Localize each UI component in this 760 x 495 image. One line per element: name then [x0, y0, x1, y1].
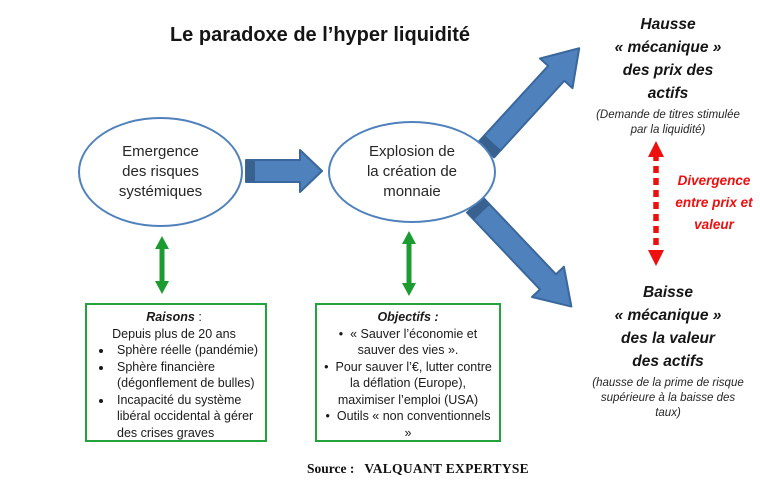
hausse-caption: (Demande de titres stimulée par la liqui…	[596, 109, 740, 136]
hausse-line: Hausse	[640, 16, 696, 33]
ellipse-line: Explosion de	[369, 143, 455, 161]
ellipse-line: des risques	[122, 163, 199, 181]
objectifs-box: Objectifs : « Sauver l’économie et sauve…	[315, 303, 501, 442]
hausse-line: des prix des	[622, 62, 714, 79]
baisse-label-block: Baisse « mécanique » des la valeur des a…	[588, 281, 748, 421]
up-right-block-arrow-icon	[476, 47, 581, 159]
red-dashed-double-arrow-icon	[648, 141, 664, 266]
ellipse-line: systémiques	[118, 182, 203, 200]
objectifs-bullet: Pour sauver l’€, lutter contre la déflat…	[321, 359, 495, 409]
ellipse-line: monnaie	[383, 182, 441, 200]
source-label: Source :	[307, 461, 355, 476]
ellipse-explosion-monnaie: Explosion de la création de monnaie	[328, 121, 496, 223]
divergence-label: Divergence entre prix et valeur	[668, 170, 760, 236]
divergence-line: valeur	[694, 217, 734, 232]
hausse-line: « mécanique »	[614, 39, 722, 56]
baisse-line: « mécanique »	[614, 307, 722, 324]
down-right-block-arrow-icon	[466, 196, 573, 308]
source-value: VALQUANT EXPERTYSE	[364, 461, 529, 476]
baisse-line: des la valeur	[621, 330, 715, 347]
ellipse-emergence-risques: Emergence des risques systémiques	[78, 117, 243, 227]
objectifs-bullet: « Sauver l’économie et sauver des vies »…	[321, 326, 495, 359]
baisse-caption: (hausse de la prime de risque supérieure…	[592, 377, 744, 419]
raisons-intro: Depuis plus de 20 ans	[112, 326, 236, 341]
baisse-line: Baisse	[643, 284, 693, 301]
green-double-arrow-middle-icon	[402, 231, 416, 296]
raisons-box-title: Raisons :	[87, 309, 261, 326]
objectifs-bullet: Outils « non conventionnels »	[321, 408, 495, 441]
raisons-title-text: Raisons	[146, 310, 195, 324]
hausse-label-block: Hausse « mécanique » des prix des actifs…	[592, 13, 744, 138]
raisons-bullet: Sphère réelle (pandémie)	[113, 342, 261, 359]
raisons-bullet: Incapacité du système libéral occidental…	[113, 392, 261, 442]
raisons-box: Raisons : Depuis plus de 20 ans Sphère r…	[85, 303, 267, 442]
source-attribution: Source : VALQUANT EXPERTYSE	[58, 461, 760, 477]
diagram-title: Le paradoxe de l’hyper liquidité	[169, 24, 471, 46]
divergence-line: entre prix et	[675, 195, 753, 210]
raisons-bullet: Sphère financière (dégonflement de bulle…	[113, 359, 261, 392]
hausse-line: actifs	[647, 85, 689, 102]
right-block-arrow-icon	[245, 149, 323, 193]
raisons-bullet-list: Sphère réelle (pandémie) Sphère financiè…	[87, 342, 261, 441]
objectifs-box-title: Objectifs :	[377, 310, 439, 324]
baisse-line: des actifs	[632, 353, 704, 370]
objectifs-bullet-list: « Sauver l’économie et sauver des vies »…	[321, 326, 495, 442]
ellipse-line: Emergence	[122, 143, 199, 161]
green-double-arrow-left-icon	[155, 236, 169, 294]
divergence-line: Divergence	[677, 173, 751, 188]
raisons-title-colon: :	[194, 310, 202, 324]
ellipse-line: la création de	[366, 163, 458, 181]
